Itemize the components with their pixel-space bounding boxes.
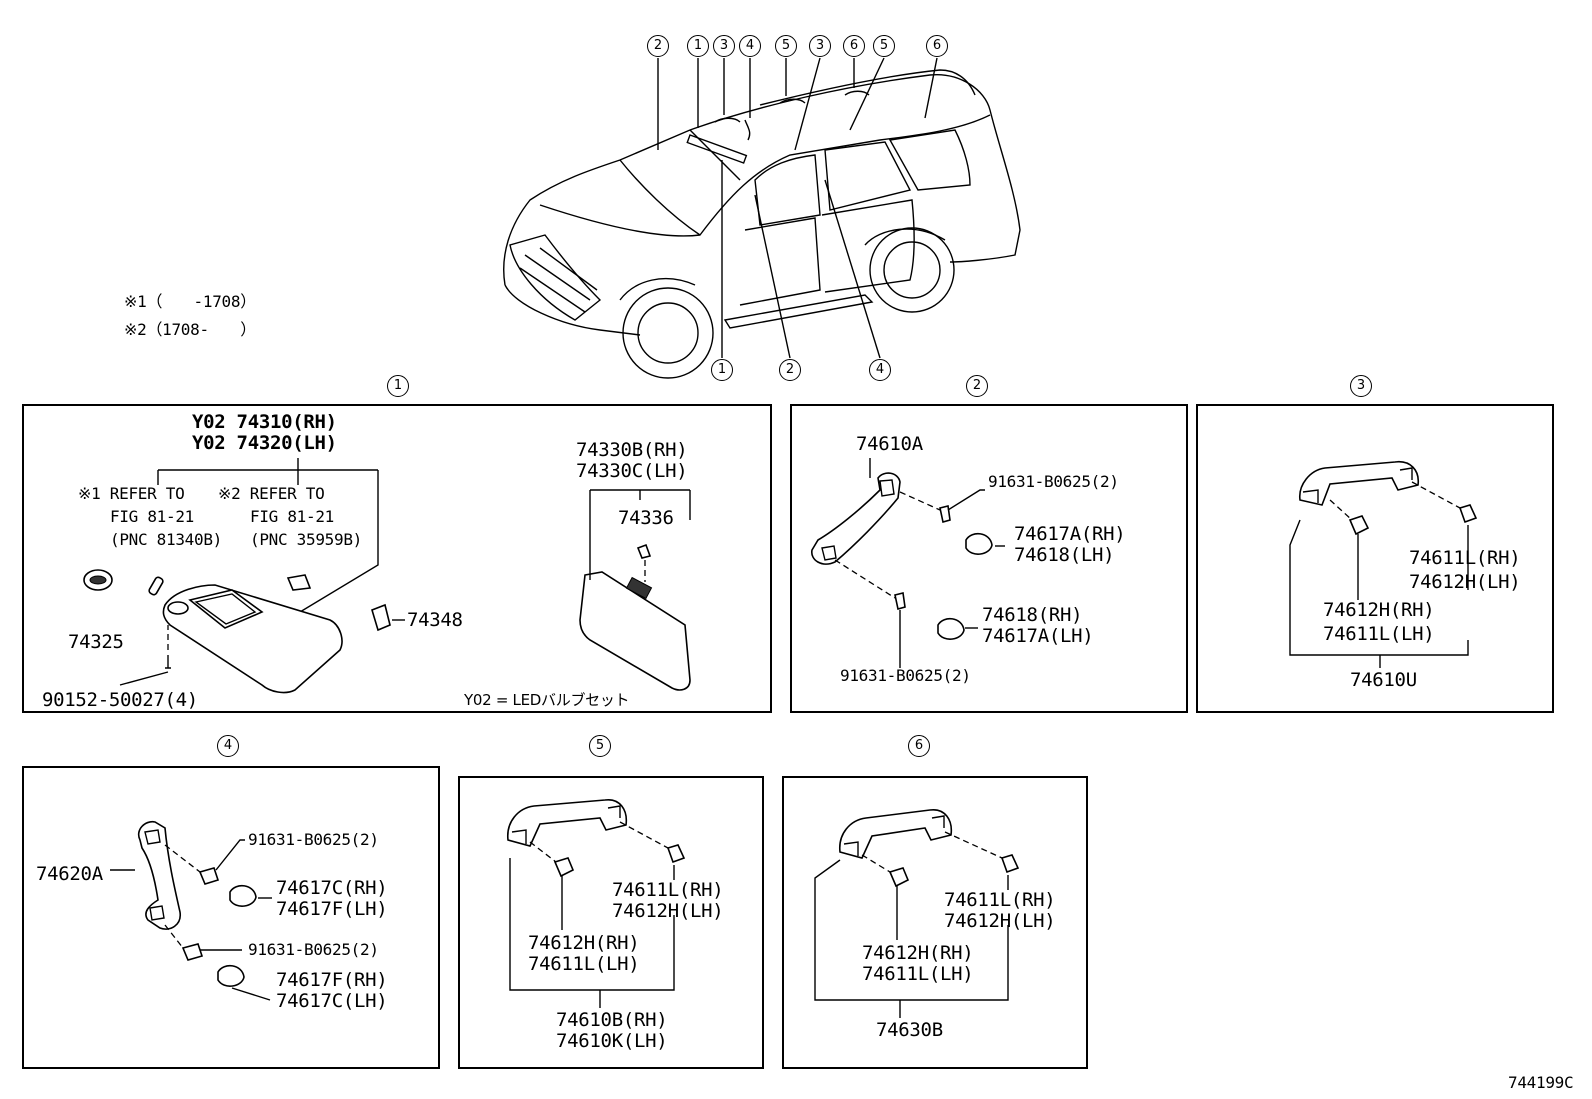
s3-right-rh: 74611L(RH) (1409, 547, 1521, 569)
panel-grip-rear (22, 766, 440, 1069)
vehicle-callout: 6 (926, 35, 948, 57)
visor-rh-label: Y02 74310(RH) (192, 411, 337, 433)
s4-cap-top-rh: 74617C(RH) (276, 877, 388, 899)
s4-cap-bot-lh: 74617C(LH) (276, 990, 388, 1012)
s4-cap-bot-rh: 74617F(RH) (276, 969, 388, 991)
s3-left-lh: 74611L(LH) (1323, 623, 1435, 645)
vehicle-callout: 3 (809, 35, 831, 57)
ref1-line1: ※1 REFER TO (78, 484, 185, 503)
vehicle-callout: 1 (687, 35, 709, 57)
cap-top-lh-label: 74618(LH) (1014, 544, 1115, 566)
s4-screw-bot: 91631-B0625(2) (248, 940, 379, 959)
vehicle-callout: 2 (779, 359, 801, 381)
ref2-line2: FIG 81-21 (250, 507, 334, 526)
y02-note: Y02 = LEDバルブセット (464, 691, 630, 709)
s6-left-rh: 74612H(RH) (862, 942, 974, 964)
s6-right-lh: 74612H(LH) (944, 910, 1056, 932)
vehicle-callout: 5 (775, 35, 797, 57)
s3-left-rh: 74612H(RH) (1323, 599, 1435, 621)
ref1-line3: (PNC 81340B) (110, 530, 222, 549)
note-2: ※2（1708- ） (124, 320, 256, 339)
cap-bot-rh-label: 74618(RH) (982, 604, 1083, 626)
visor2-rh-label: 74330B(RH) (576, 439, 688, 461)
vehicle-callout: 5 (873, 35, 895, 57)
s5-left-lh: 74611L(LH) (528, 953, 640, 975)
s5-right-rh: 74611L(RH) (612, 879, 724, 901)
vehicle-callout: 1 (711, 359, 733, 381)
grip-74620a-label: 74620A (36, 863, 103, 885)
note-1: ※1（ -1708） (124, 292, 256, 311)
cap-top-rh-label: 74617A(RH) (1014, 523, 1126, 545)
s5-assy-lh: 74610K(LH) (556, 1030, 668, 1052)
ref2-line3: (PNC 35959B) (250, 530, 362, 549)
panel-grip-front (790, 404, 1188, 713)
vehicle-callout: 6 (843, 35, 865, 57)
visor2-lh-label: 74330C(LH) (576, 460, 688, 482)
visor-lh-label: Y02 74320(LH) (192, 432, 337, 454)
screw-bot-label: 91631-B0625(2) (840, 666, 971, 685)
cap-bot-lh-label: 74617A(LH) (982, 625, 1094, 647)
vehicle-callout: 3 (713, 35, 735, 57)
vehicle-callout: 2 (647, 35, 669, 57)
section-number-3: 3 (1350, 375, 1372, 397)
grip-74610a-label: 74610A (856, 433, 923, 455)
section-number-1: 1 (387, 375, 409, 397)
ref2-line1: ※2 REFER TO (218, 484, 325, 503)
panel-assist-grip-3 (1196, 404, 1554, 713)
s6-left-lh: 74611L(LH) (862, 963, 974, 985)
section-number-2: 2 (966, 375, 988, 397)
ref1-line2: FIG 81-21 (110, 507, 194, 526)
s3-right-lh: 74612H(LH) (1409, 571, 1521, 593)
vehicle-callout: 4 (739, 35, 761, 57)
holder-label: 74325 (68, 631, 124, 653)
figure-id: 744199C (1508, 1073, 1574, 1092)
section-number-4: 4 (217, 735, 239, 757)
s6-assy: 74630B (876, 1019, 943, 1041)
s3-assy: 74610U (1350, 669, 1417, 691)
section-number-5: 5 (589, 735, 611, 757)
s5-left-rh: 74612H(RH) (528, 932, 640, 954)
screw-label: 90152-50027(4) (42, 689, 198, 711)
clip-label: 74348 (407, 609, 463, 631)
s4-screw-top: 91631-B0625(2) (248, 830, 379, 849)
s5-right-lh: 74612H(LH) (612, 900, 724, 922)
s5-assy-rh: 74610B(RH) (556, 1009, 668, 1031)
vehicle-callout: 4 (869, 359, 891, 381)
screw-top-label: 91631-B0625(2) (988, 472, 1119, 491)
s4-cap-top-lh: 74617F(LH) (276, 898, 388, 920)
section-number-6: 6 (908, 735, 930, 757)
visor2-part-label: 74336 (618, 507, 674, 529)
s6-right-rh: 74611L(RH) (944, 889, 1056, 911)
